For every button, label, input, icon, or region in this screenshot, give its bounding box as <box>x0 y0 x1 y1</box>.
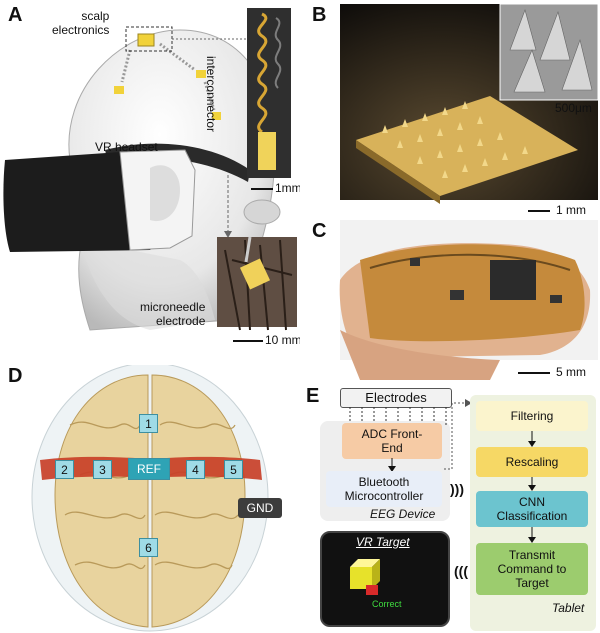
panel-d: D 1 2 3 REF 4 5 6 GND <box>0 365 300 633</box>
panel-c-scale-bar <box>518 372 550 374</box>
cnn-classification-box: CNN Classification <box>476 491 588 527</box>
rescaling-box: Rescaling <box>476 447 588 477</box>
vr-target-label: VR Target <box>356 535 410 549</box>
flexible-circuit-photo <box>339 220 598 380</box>
arrow-1 <box>528 431 536 447</box>
inset-scale-label: 500μm <box>555 101 592 115</box>
electrode-5: 5 <box>224 460 243 479</box>
tablet-label: Tablet <box>552 601 585 615</box>
panel-a-label: A <box>8 4 23 26</box>
bluetooth-wave-icon: ))) <box>450 481 464 497</box>
panel-b-label: B <box>312 4 327 26</box>
interconnector-scale-label: 1mm <box>275 181 300 195</box>
adc-front-end-box: ADC Front- End <box>342 423 442 459</box>
panel-b: B 500μm 1 mm <box>300 0 600 220</box>
bluetooth-microcontroller-box: Bluetooth Microcontroller <box>326 471 442 507</box>
panel-a: A <box>0 0 300 360</box>
electrodes-box: Electrodes <box>340 388 452 408</box>
electrode-ref: REF <box>128 458 170 480</box>
device-to-tablet-connector <box>444 399 472 470</box>
panel-e-label: E <box>306 385 320 407</box>
microneedle-array-photo <box>340 3 599 204</box>
vr-target-screen <box>320 531 450 627</box>
electrode-2: 2 <box>55 460 74 479</box>
tablet-wave-icon: ((( <box>454 563 468 579</box>
microneedle-label: microneedle electrode <box>140 300 206 328</box>
vr-target-cubes <box>350 559 380 595</box>
electrode-1: 1 <box>139 414 158 433</box>
interconnector-label: interconnector <box>204 56 218 133</box>
panel-c: C 5 mm <box>300 220 600 385</box>
electrode-4: 4 <box>186 460 205 479</box>
microneedle-scale-label: 10 mm <box>265 333 300 347</box>
vr-headset-label: VR headset <box>95 140 158 154</box>
filtering-box: Filtering <box>476 401 588 431</box>
panel-d-label: D <box>8 365 23 387</box>
vr-headset-illustration <box>3 8 297 331</box>
transmit-command-box: Transmit Command to Target <box>476 543 588 595</box>
gnd-badge: GND <box>238 498 282 518</box>
eeg-device-label: EEG Device <box>370 507 436 521</box>
scalp-electronics-label: scalp electronics <box>52 9 110 37</box>
interconnector-scale-bar <box>251 188 273 190</box>
panel-b-scale-label: 1 mm <box>556 203 586 217</box>
electrode-6: 6 <box>139 538 158 557</box>
microneedle-scale-bar <box>233 340 263 342</box>
electrode-3: 3 <box>93 460 112 479</box>
arrow-2 <box>528 477 536 491</box>
panel-e: E Electrodes ADC Front- End Bluetooth Mi… <box>300 385 600 633</box>
electrode-wires <box>349 407 447 425</box>
adc-to-bluetooth-arrow <box>388 458 396 472</box>
brain-illustration <box>31 365 269 632</box>
correct-label: Correct <box>372 599 402 609</box>
panel-b-scale-bar <box>528 210 550 212</box>
panel-c-label: C <box>312 220 327 242</box>
arrow-3 <box>528 527 536 543</box>
panel-c-scale-label: 5 mm <box>556 365 586 379</box>
